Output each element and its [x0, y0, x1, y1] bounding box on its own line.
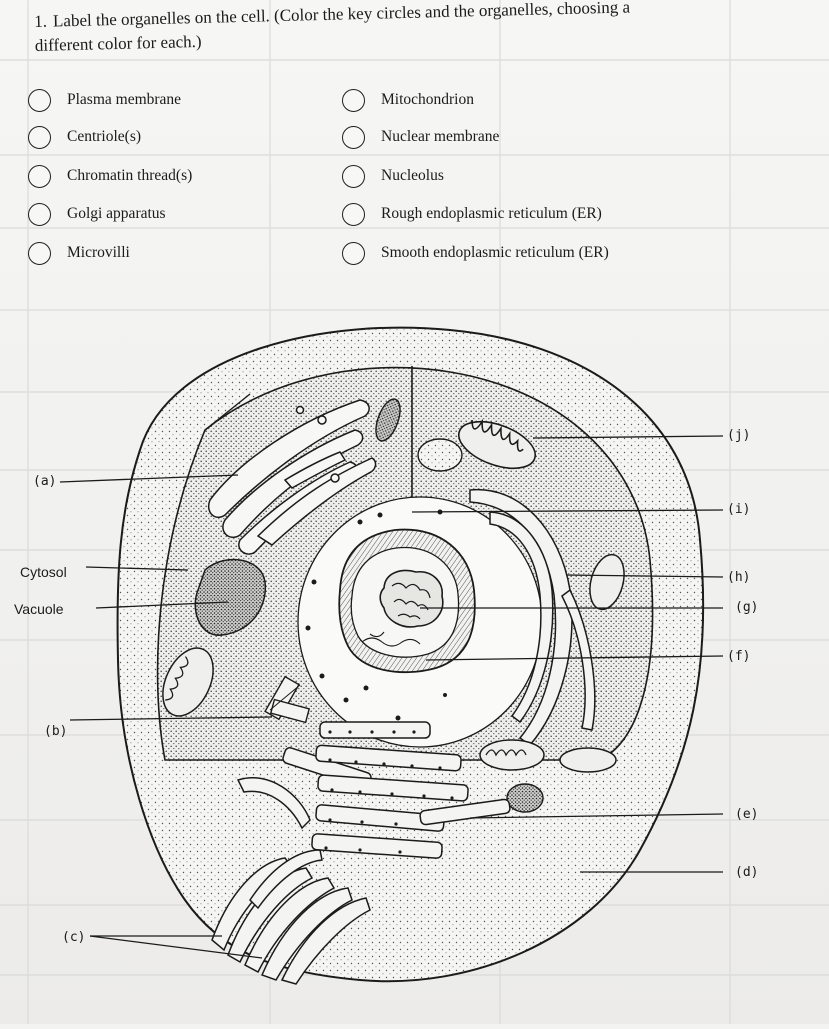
key-label: Centriole(s): [67, 128, 142, 145]
mitochondrion-lower-right: [479, 739, 617, 813]
key-item-nuclear-membrane: Nuclear membrane: [342, 125, 499, 149]
key-circle[interactable]: [342, 125, 365, 149]
key-item-plasma-membrane: Plasma membrane: [28, 88, 181, 112]
label-h: (h): [727, 570, 751, 585]
key-circle[interactable]: [342, 202, 365, 226]
er-ribosomes: [324, 730, 454, 854]
key-circle[interactable]: [342, 164, 365, 188]
vesicle-top: [375, 398, 463, 472]
key-circle[interactable]: [342, 88, 365, 112]
key-circle[interactable]: [28, 125, 51, 149]
key-label: Mitochondrion: [381, 91, 474, 108]
cell-illustration: [59, 326, 724, 985]
key-item-mitochondrion: Mitochondrion: [342, 88, 474, 112]
cell-diagram: (a) (b) (c) (d) (e) (f) (g) (h) (i) (j) …: [0, 290, 829, 1024]
label-d: (d): [735, 865, 759, 880]
label-cytosol: Cytosol: [20, 564, 67, 580]
key-circle[interactable]: [28, 202, 51, 226]
key-label: Chromatin thread(s): [67, 167, 193, 184]
key-item-microvilli: Microvilli: [28, 241, 130, 265]
key-circle[interactable]: [342, 241, 365, 265]
question-number: 1.: [34, 11, 48, 31]
label-e: (e): [735, 807, 759, 822]
leader-lines: [59, 435, 724, 959]
mitochondrion-h: [589, 553, 625, 611]
key-label: Microvilli: [67, 244, 130, 261]
microvilli: [211, 849, 371, 985]
key-label: Plasma membrane: [67, 91, 182, 108]
key-circle[interactable]: [28, 88, 51, 112]
ribosome-dots: [305, 509, 447, 721]
vacuole: [194, 558, 267, 636]
rough-er: [236, 721, 511, 859]
golgi-apparatus: [208, 399, 377, 555]
key-item-rough-er: Rough endoplasmic reticulum (ER): [342, 202, 602, 226]
key-label: Nuclear membrane: [381, 128, 500, 145]
label-c: (c): [62, 930, 86, 945]
key-item-smooth-er: Smooth endoplasmic reticulum (ER): [342, 241, 609, 265]
label-f: (f): [727, 649, 751, 664]
instructions: 1.Label the organelles on the cell. (Col…: [34, 0, 715, 58]
key-circle[interactable]: [28, 164, 51, 188]
centrioles: [264, 675, 311, 724]
chromatin-threads: [361, 631, 421, 647]
key-label: Rough endoplasmic reticulum (ER): [381, 205, 602, 222]
key-item-centrioles: Centriole(s): [28, 125, 141, 149]
label-b: (b): [44, 724, 68, 739]
label-i: (i): [727, 502, 751, 517]
key-item-nucleolus: Nucleolus: [342, 164, 444, 188]
key-label: Nucleolus: [381, 167, 444, 184]
label-a: (a): [33, 474, 57, 489]
mitochondrion-left: [162, 647, 214, 717]
key-item-golgi: Golgi apparatus: [28, 202, 166, 226]
label-g: (g): [735, 600, 759, 615]
label-vacuole: Vacuole: [14, 601, 64, 617]
key-label: Smooth endoplasmic reticulum (ER): [381, 244, 609, 261]
key-label: Golgi apparatus: [67, 205, 166, 222]
mitochondrion-j: [457, 418, 537, 470]
key-item-chromatin: Chromatin thread(s): [28, 164, 192, 188]
key-circle[interactable]: [28, 241, 51, 265]
nucleolus: [379, 569, 444, 628]
label-j: (j): [727, 428, 751, 443]
